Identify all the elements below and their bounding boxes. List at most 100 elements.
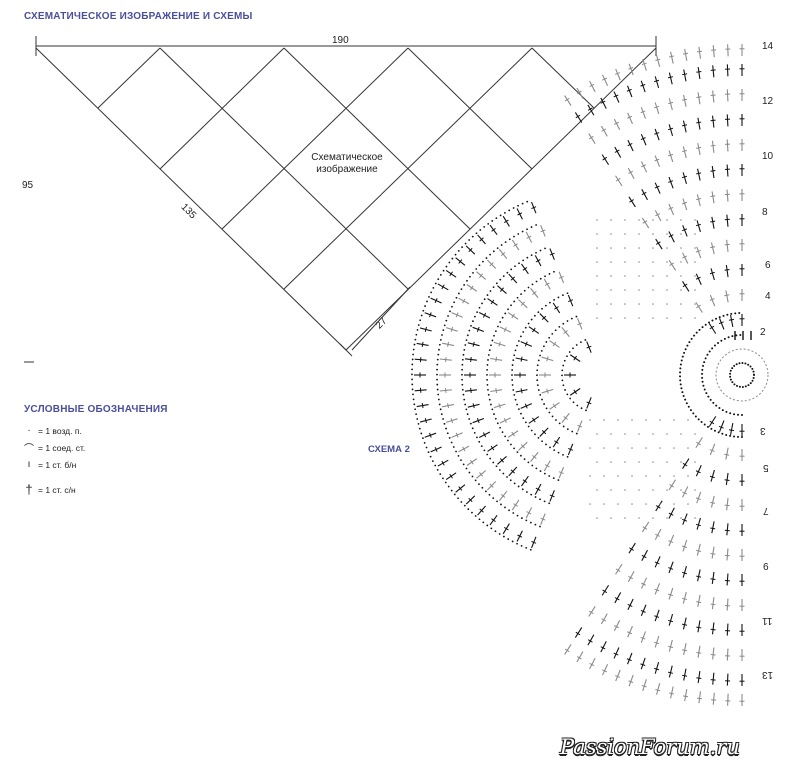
chain-dot [449,310,451,313]
chain-dot [471,511,473,514]
chain-dot [428,295,430,298]
chain-dot [684,398,687,401]
mesh-dot [610,289,612,291]
stitch-mark [615,675,621,678]
stitch-mark [668,231,675,243]
stitch-mark [575,631,581,636]
chain-dot [584,339,587,341]
stitch-mark [641,582,647,586]
chain-dot [427,451,430,453]
stitch-mark [725,290,729,303]
stitch-mark [682,513,688,525]
stitch-mark [470,356,472,363]
chain-dot [558,325,561,328]
chain-dot [511,379,514,381]
mesh-dot [624,461,626,463]
chain-dot [729,434,732,437]
stitch-mark [627,167,635,179]
chain-dot [513,482,516,485]
chain-dot [710,427,713,430]
chain-dot [517,233,520,235]
chain-dot [439,473,442,476]
stitch-mark [669,692,675,695]
chain-dot [443,324,446,327]
chain-dot [536,379,539,382]
chain-dot [434,464,437,467]
chain-dot [585,409,587,412]
stitch-mark [725,472,729,485]
chain-dot [580,407,583,410]
stitch-mark [540,517,546,521]
stitch-mark [711,216,715,229]
chain-dot [462,393,465,396]
stitch-mark [628,63,634,76]
chain-dot [680,359,683,362]
stitch-mark [544,464,550,468]
chain-dot [534,523,537,526]
chain-dot [734,312,737,315]
chain-dot [473,431,476,434]
chain-dot [436,383,439,386]
chain-dot [701,326,704,329]
stitch-mark [726,114,729,127]
stitch-mark [727,693,729,706]
top-width-label: 190 [332,35,349,46]
chain-dot [751,367,754,370]
stitch-mark [441,460,445,466]
stitch-mark [558,471,564,475]
chain-dot [486,453,489,456]
stitch-mark [540,229,546,233]
chain-dot [700,421,703,424]
stitch-mark [490,445,495,451]
chain-dot [535,467,538,470]
stitch-mark [627,652,633,665]
stitch-mark [683,643,687,656]
chain-dot [562,294,564,297]
stitch-mark [602,664,609,676]
stitch-mark [642,59,647,71]
row-number: 11 [762,615,773,626]
mesh-dot [680,261,682,263]
chain-dot [455,296,458,299]
chain-dot [738,385,741,388]
chain-dot [487,393,490,396]
row-number: 13 [762,669,774,680]
stitch-mark [573,389,578,395]
stitch-mark [697,143,701,156]
stitch-mark [613,118,621,131]
chain-dot [514,265,516,268]
chain-dot [436,368,438,371]
chain-dot [453,301,456,304]
mesh-dot [589,419,591,421]
chain-dot [499,278,502,281]
stitch-mark [498,403,501,409]
stitch-mark [615,669,621,682]
stitch-mark [709,420,715,425]
chain-dot [703,423,706,426]
chain-dot [474,515,477,517]
chain-dot [530,493,533,496]
mesh-dot [631,447,633,449]
legend-list: · = 1 возд. п. ⌒ = 1 соед. ст. ı = 1 ст.… [24,425,85,497]
chain-dot [420,314,423,317]
stitch-mark [667,645,674,649]
chain-dot [705,392,708,395]
stitch-mark [600,125,608,137]
chain-dot [698,328,701,331]
chain-dot [512,389,515,391]
chain-dot [554,329,557,332]
chain-dot [520,293,522,296]
chain-dot [417,324,420,326]
chain-dot [463,348,466,351]
chain-dot [523,289,526,292]
stitch-mark [684,48,688,61]
stitch-mark [563,330,568,335]
chain-dot [720,339,723,342]
mesh-dot [638,461,640,463]
stitch-mark [447,403,450,409]
stitch-mark [614,625,619,629]
chain-dot [707,395,710,398]
chain-dot [496,422,499,425]
stitch-mark [495,388,498,394]
chain-dot [544,304,547,307]
